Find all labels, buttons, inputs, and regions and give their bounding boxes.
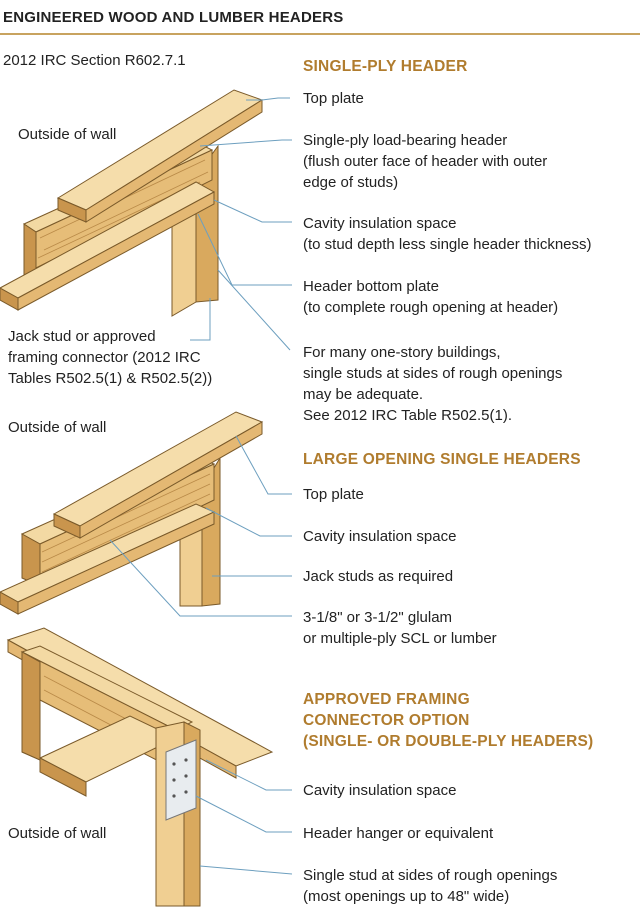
bottom-plate-1 — [0, 181, 216, 311]
label-single-ply-header-2: (flush outer face of header with outer — [303, 153, 548, 170]
label-cavity-2: (to stud depth less single header thickn… — [303, 236, 592, 253]
label-top-plate-2: Top plate — [303, 486, 364, 503]
top-plate-2 — [52, 411, 264, 539]
diagram-single-ply — [0, 89, 292, 351]
label-outside-wall-3: Outside of wall — [8, 825, 107, 842]
label-single-stud-1: Single stud at sides of rough openings — [303, 867, 558, 884]
label-glulam-1: 3-1/8" or 3-1/2" glulam — [303, 609, 453, 626]
label-bottom-plate-2: (to complete rough opening at header) — [303, 299, 559, 316]
label-jack-stud-1: Jack stud or approved — [8, 328, 156, 345]
heading-connector-2: CONNECTOR OPTION — [303, 712, 470, 729]
page-title: ENGINEERED WOOD AND LUMBER HEADERS — [3, 9, 344, 26]
label-one-story-3: may be adequate. — [303, 386, 424, 403]
label-one-story-1: For many one-story buildings, — [303, 344, 501, 361]
label-hanger: Header hanger or equivalent — [303, 825, 494, 842]
label-top-plate-1: Top plate — [303, 90, 364, 107]
heading-connector-1: APPROVED FRAMING — [303, 691, 470, 708]
title-rule — [0, 33, 640, 35]
label-single-ply-header-1: Single-ply load-bearing header — [303, 132, 508, 149]
label-single-stud-2: (most openings up to 48" wide) — [303, 888, 510, 905]
label-glulam-2: or multiple-ply SCL or lumber — [303, 630, 497, 647]
label-outside-wall-1: Outside of wall — [18, 126, 117, 143]
label-jack-studs: Jack studs as required — [303, 568, 454, 585]
diagram-connector — [6, 627, 293, 907]
leader-lines-3 — [195, 759, 293, 875]
label-jack-stud-3: Tables R502.5(1) & R502.5(2)) — [8, 370, 213, 387]
label-cavity-large: Cavity insulation space — [303, 528, 457, 545]
label-one-story-4: See 2012 IRC Table R502.5(1). — [303, 407, 513, 424]
header-hanger — [165, 739, 197, 821]
label-bottom-plate-1: Header bottom plate — [303, 278, 439, 295]
code-reference: 2012 IRC Section R602.7.1 — [3, 52, 186, 69]
leader-lines-2 — [109, 435, 292, 617]
heading-connector-3: (SINGLE- OR DOUBLE-PLY HEADERS) — [303, 733, 594, 750]
heading-large-opening: LARGE OPENING SINGLE HEADERS — [303, 451, 581, 468]
leader-lines-1 — [190, 97, 292, 351]
diagram-large-opening — [0, 411, 292, 617]
label-single-ply-header-3: edge of studs) — [303, 174, 399, 191]
heading-single-ply: SINGLE-PLY HEADER — [303, 58, 468, 75]
label-jack-stud-2: framing connector (2012 IRC — [8, 349, 201, 366]
bottom-plate-2 — [0, 503, 216, 615]
label-one-story-2: single studs at sides of rough openings — [303, 365, 563, 382]
label-cavity-1: Cavity insulation space — [303, 215, 457, 232]
label-cavity-connector: Cavity insulation space — [303, 782, 457, 799]
label-outside-wall-2: Outside of wall — [8, 419, 107, 436]
